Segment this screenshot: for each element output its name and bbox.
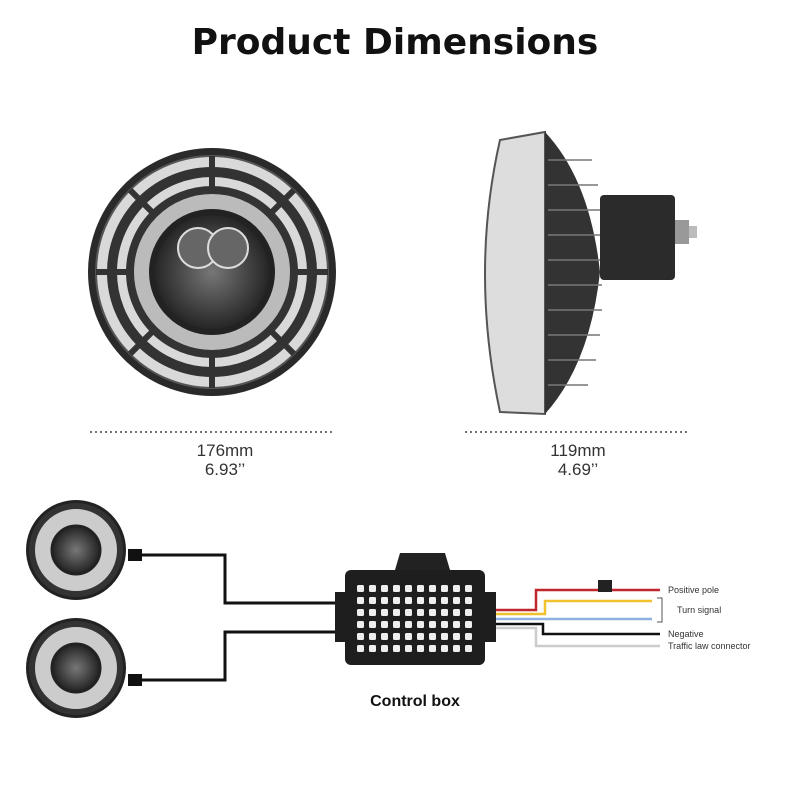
- vent-hole: [417, 585, 424, 592]
- vent-hole: [441, 633, 448, 640]
- vent-hole: [417, 633, 424, 640]
- vent-hole: [429, 609, 436, 616]
- vent-hole: [381, 585, 388, 592]
- vent-hole: [393, 621, 400, 628]
- vent-hole: [381, 609, 388, 616]
- vent-hole: [417, 597, 424, 604]
- vent-hole: [465, 609, 472, 616]
- vent-hole: [441, 621, 448, 628]
- vent-hole: [381, 621, 388, 628]
- vent-hole: [369, 621, 376, 628]
- vent-hole: [417, 645, 424, 652]
- vent-hole: [429, 621, 436, 628]
- vent-hole: [453, 597, 460, 604]
- vent-hole: [441, 645, 448, 652]
- headlight-cables: [140, 553, 345, 682]
- vent-hole: [405, 609, 412, 616]
- vent-hole: [381, 633, 388, 640]
- wire-label-traffic: Traffic law connector: [668, 641, 751, 651]
- vent-hole: [405, 633, 412, 640]
- vent-hole: [453, 609, 460, 616]
- vent-hole: [441, 609, 448, 616]
- vent-hole: [417, 609, 424, 616]
- headlight-side-view: [484, 130, 697, 416]
- vent-hole: [453, 633, 460, 640]
- diameter-in: 6.93’’: [204, 460, 246, 479]
- vent-hole: [393, 645, 400, 652]
- vent-hole: [465, 597, 472, 604]
- vent-hole: [369, 633, 376, 640]
- control-box-label: Control box: [370, 693, 460, 710]
- vent-hole: [429, 645, 436, 652]
- vent-hole: [429, 597, 436, 604]
- vent-hole: [381, 645, 388, 652]
- page-title: Product Dimensions: [191, 22, 599, 63]
- vent-hole: [357, 597, 364, 604]
- vent-hole: [393, 633, 400, 640]
- vent-hole: [369, 609, 376, 616]
- vent-hole: [453, 585, 460, 592]
- vent-hole: [465, 621, 472, 628]
- vent-hole: [429, 585, 436, 592]
- wire-label-negative: Negative: [668, 629, 704, 639]
- vent-hole: [405, 645, 412, 652]
- vent-hole: [405, 585, 412, 592]
- vent-hole: [357, 645, 364, 652]
- vent-hole: [441, 597, 448, 604]
- vent-hole: [357, 621, 364, 628]
- vent-hole: [429, 633, 436, 640]
- depth-mm: 119mm: [550, 441, 606, 460]
- control-box-wires: [496, 588, 663, 648]
- vent-hole: [465, 633, 472, 640]
- headlight-small-bottom: [26, 618, 126, 718]
- vent-hole: [369, 585, 376, 592]
- vent-hole: [465, 585, 472, 592]
- vent-hole: [405, 597, 412, 604]
- vent-hole: [369, 597, 376, 604]
- vent-hole: [417, 621, 424, 628]
- vent-hole: [357, 633, 364, 640]
- vent-hole: [405, 621, 412, 628]
- wire-label-positive: Positive pole: [668, 585, 720, 595]
- vent-hole: [369, 645, 376, 652]
- vent-hole: [393, 585, 400, 592]
- depth-in: 4.69’’: [557, 460, 599, 479]
- diameter-mm: 176mm: [196, 441, 254, 460]
- fuse-holder-icon: [598, 580, 612, 592]
- headlight-small-top: [26, 500, 126, 600]
- vent-hole: [381, 597, 388, 604]
- control-box: [335, 553, 496, 665]
- vent-hole: [393, 609, 400, 616]
- vent-hole: [465, 645, 472, 652]
- vent-hole: [393, 597, 400, 604]
- wire-label-turn-signal: Turn signal: [677, 605, 722, 615]
- vent-hole: [357, 609, 364, 616]
- vent-hole: [357, 585, 364, 592]
- headlight-front-view: [88, 148, 336, 396]
- vent-hole: [453, 621, 460, 628]
- vent-hole: [453, 645, 460, 652]
- vent-hole: [441, 585, 448, 592]
